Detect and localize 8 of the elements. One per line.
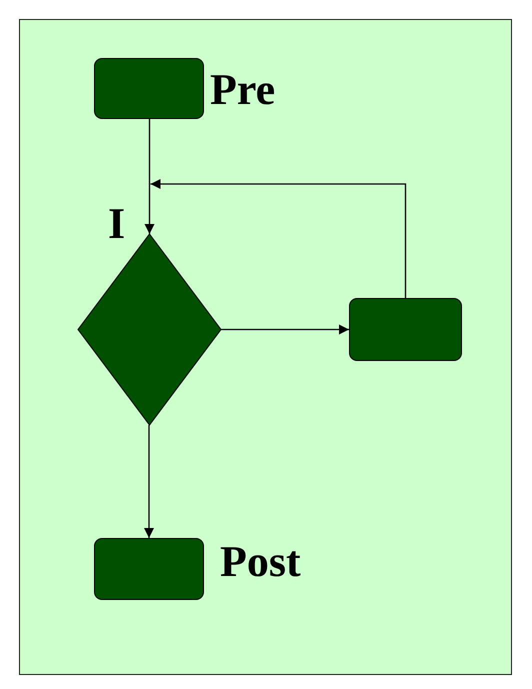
node-label: I xyxy=(108,202,126,246)
node-label: Pre xyxy=(210,68,276,112)
arrow xyxy=(144,119,154,234)
arrow xyxy=(144,425,154,538)
arrow xyxy=(150,179,406,298)
panel-background xyxy=(19,19,512,675)
node-label: Post xyxy=(220,540,301,584)
arrow xyxy=(221,324,349,334)
